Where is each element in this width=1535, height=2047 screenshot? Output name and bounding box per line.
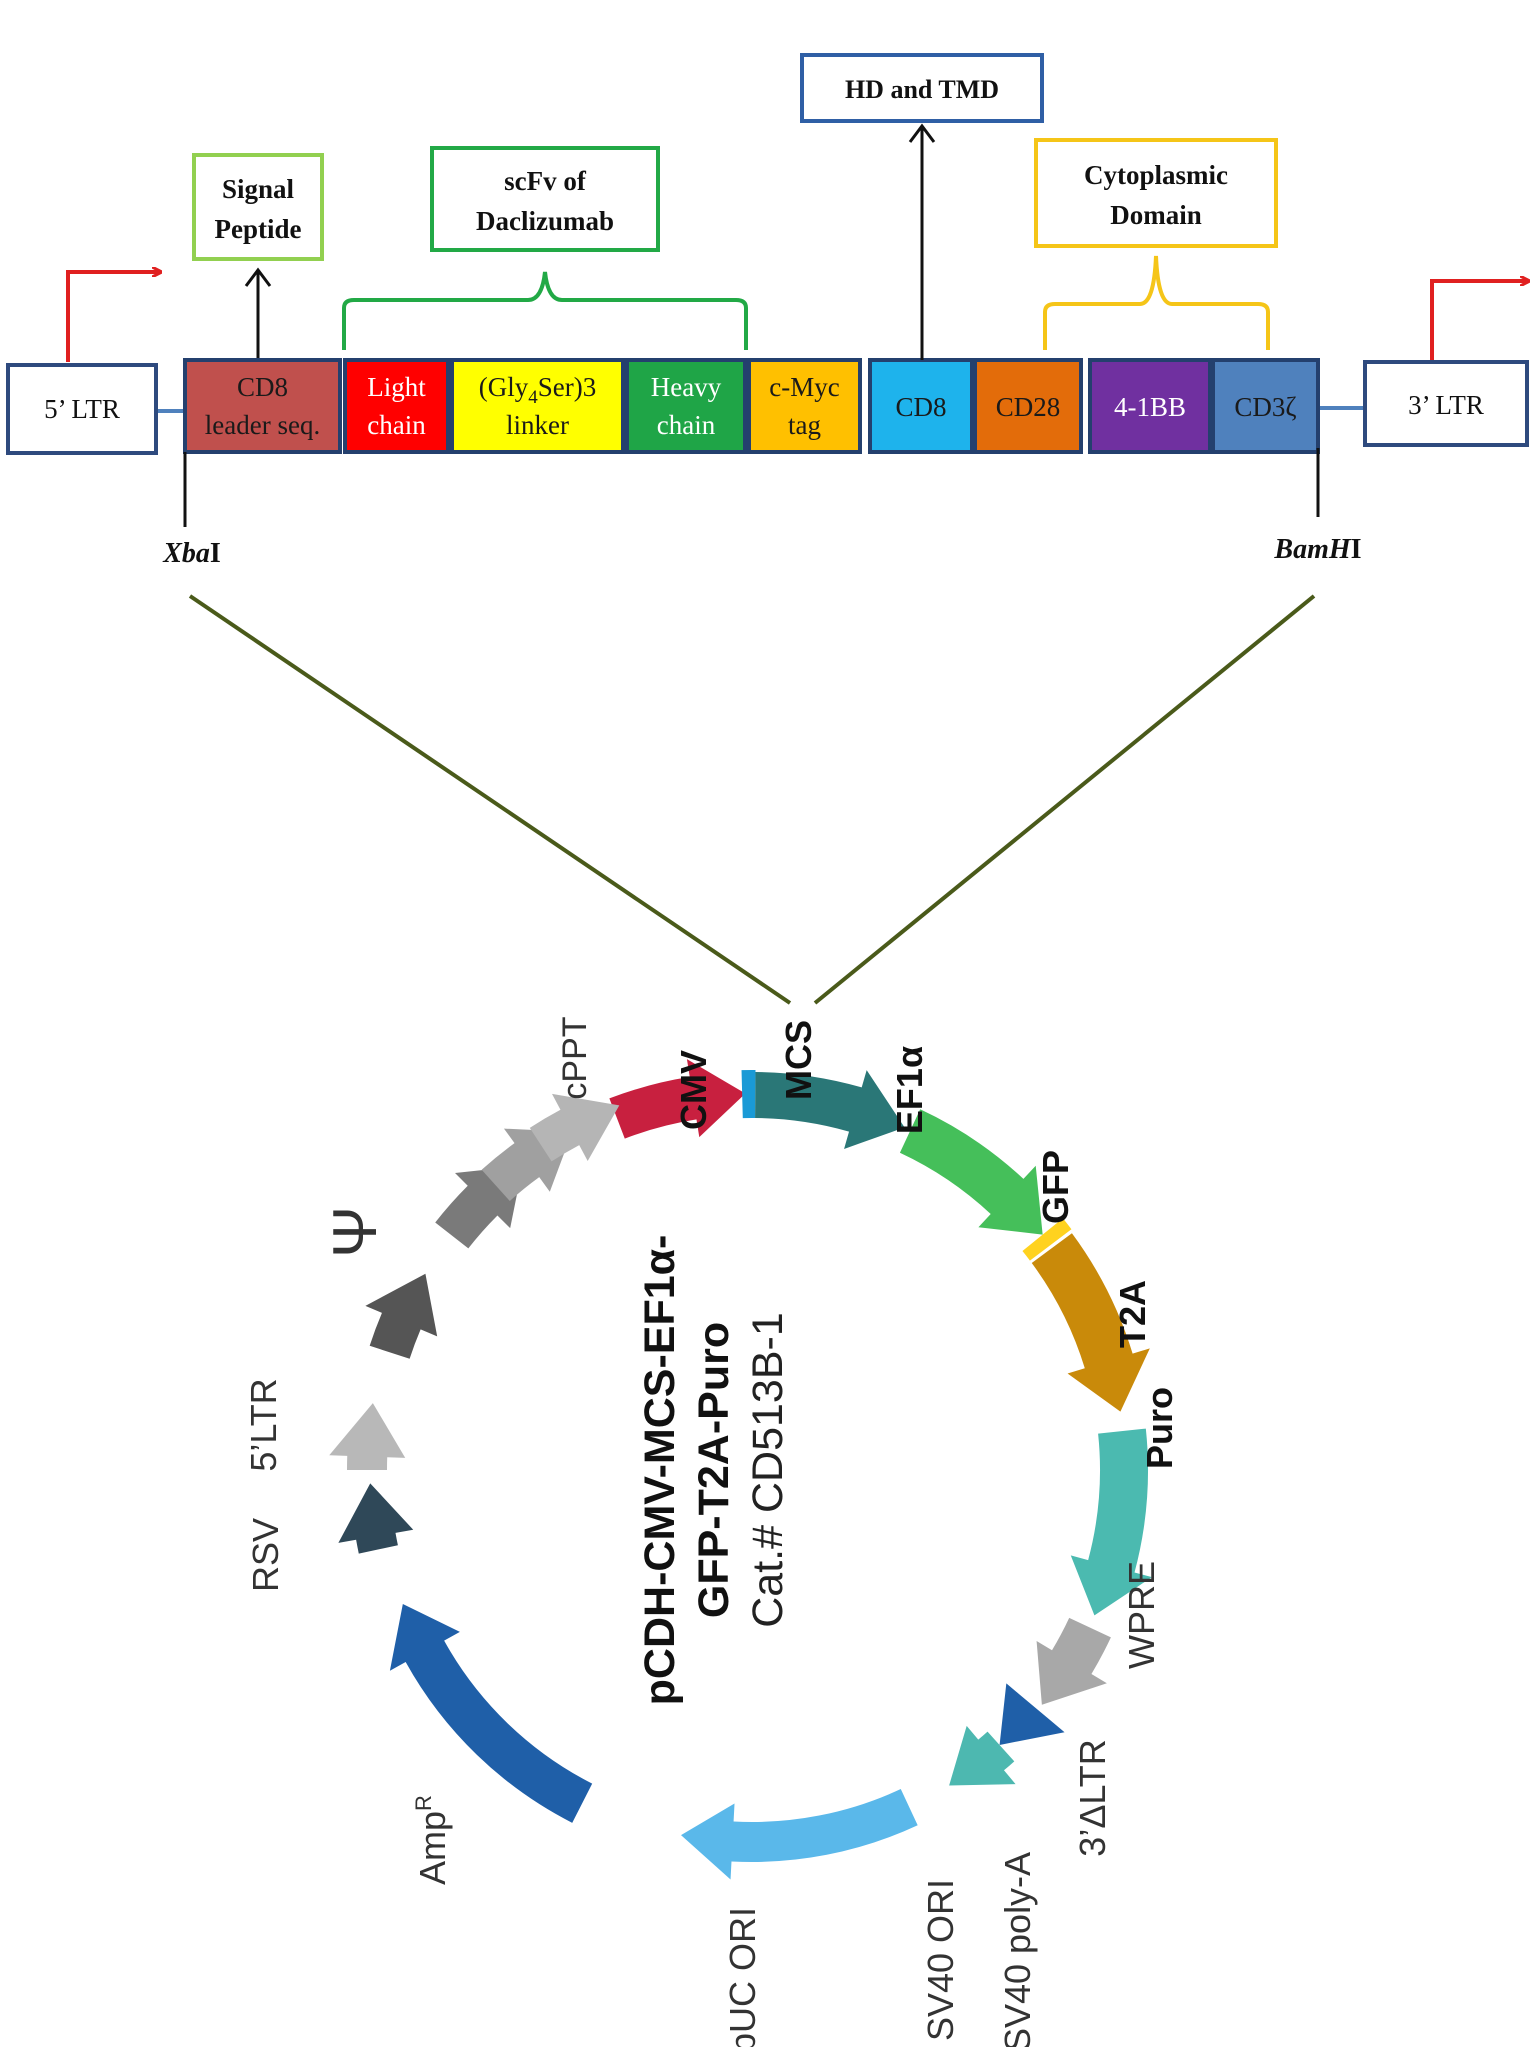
puc-ori-label: pUC ORI	[722, 1907, 763, 2047]
promoter-arrow-right	[1430, 281, 1528, 360]
insert-line-right	[813, 594, 1316, 1005]
wpre-arrow	[1070, 1428, 1152, 1616]
segment-cd3z-box	[1211, 358, 1320, 454]
segment-cd3z: CD3ζ	[1211, 358, 1320, 454]
insert-line-left	[188, 594, 792, 1005]
mcs-marker	[741, 1070, 756, 1119]
segment-cmyc-tag-label: tag	[788, 410, 821, 440]
puc-ori-arrow	[681, 1789, 918, 1880]
xbai-label: XbaI	[162, 538, 221, 569]
segment-heavy-chain-box	[625, 358, 747, 454]
segment-cd28-box	[973, 358, 1083, 454]
wpre-label: WPRE	[1121, 1561, 1162, 1669]
segment-cd28-label: CD28	[996, 392, 1061, 422]
cytoplasmic-callout: Cytoplasmic Domain	[1034, 138, 1278, 350]
sv40-polya-label: SV40 poly-A	[997, 1852, 1038, 2047]
t2a-marker	[1022, 1218, 1072, 1261]
car-construct: 5’ LTR 3’ LTR CD8 leader seq. Light chain (G…	[6, 53, 1529, 1005]
bamhi-label: BamHI	[1273, 534, 1361, 565]
segment-cmyc-tag-label: c-Myc	[769, 372, 839, 402]
segment-4-1bb: 4-1BB	[1088, 358, 1212, 454]
cytoplasmic-line2: Domain	[1110, 200, 1202, 230]
scfv-callout: scFv of Daclizumab	[342, 146, 748, 350]
segment-4-1bb-box	[1088, 358, 1212, 454]
mcs-label: MCS	[778, 1020, 819, 1100]
cppt-label: cPPT	[556, 1016, 594, 1099]
segment-cd8-leader-label: leader seq.	[205, 410, 320, 440]
segment-heavy-chain: Heavy chain	[625, 358, 747, 454]
segment-light-chain: Light chain	[343, 358, 450, 454]
signal-peptide-line2: Peptide	[215, 214, 302, 244]
puro-label: Puro	[1139, 1387, 1180, 1469]
gfp-arrow	[899, 1109, 1043, 1235]
segment-heavy-chain-label: chain	[657, 410, 716, 440]
ef1a-label: EF1α	[889, 1046, 930, 1134]
cmv-arrow	[609, 1059, 746, 1139]
plasmid-name-line2: GFP-T2A-Puro	[690, 1322, 738, 1618]
segment-cmyc-tag-box	[747, 358, 862, 454]
ltr5-label: 5’LTR	[243, 1378, 284, 1471]
sv40polya-arrow	[999, 1683, 1065, 1745]
gfp-label: GFP	[1035, 1150, 1076, 1224]
hd-tmd-label: HD and TMD	[845, 75, 999, 104]
scfv-line2: Daclizumab	[476, 206, 614, 236]
rsv-label: RSV	[245, 1518, 286, 1592]
segment-cd28: CD28	[973, 358, 1083, 454]
psi-arrow	[365, 1273, 438, 1359]
segment-cd8-box	[868, 358, 974, 454]
plasmid-name-line1: pCDH-CMV-MCS-EF1α-	[636, 1235, 684, 1706]
segment-light-chain-label: chain	[367, 410, 426, 440]
cytoplasmic-line1: Cytoplasmic	[1084, 160, 1228, 190]
ltr-3-box: 3’ LTR	[1363, 360, 1529, 447]
sv40ori-arrow	[949, 1725, 1016, 1786]
plasmid-map	[329, 1059, 1152, 1880]
segment-cd8: CD8	[868, 358, 974, 454]
psi-label: Ψ	[321, 1206, 390, 1258]
segment-cd3z-label: CD3ζ	[1234, 392, 1296, 422]
segment-heavy-chain-label: Heavy	[651, 372, 722, 402]
segment-light-chain-label: Light	[367, 372, 426, 402]
ltr-5-box: 5’ LTR	[6, 363, 158, 455]
segment-linker-label: linker	[506, 410, 569, 440]
plasmid-catalog: Cat.# CD513B-1	[744, 1312, 792, 1628]
amp-label: AmpR	[411, 1795, 453, 1885]
ltr3-arrow	[1036, 1617, 1111, 1705]
hd-tmd-callout: HD and TMD	[800, 53, 1044, 360]
ltr3-label: 3’ΔLTR	[1072, 1739, 1113, 1856]
ef1a-arrow	[755, 1070, 905, 1149]
t2a-label: T2A	[1112, 1280, 1153, 1348]
construct-segments: CD8 leader seq. Light chain (Gly4Ser)3linker…	[183, 358, 1320, 454]
promoter-arrow-left	[66, 272, 160, 362]
segment-4-1bb-label: 4-1BB	[1114, 392, 1186, 422]
ltr5-arrow	[329, 1403, 406, 1470]
segment-cd8-leader: CD8 leader seq.	[183, 358, 342, 454]
puro-arrow	[1031, 1233, 1150, 1412]
ltr-3-label: 3’ LTR	[1408, 390, 1484, 420]
ltr-5-label: 5’ LTR	[44, 394, 120, 424]
segment-cd8-label: CD8	[895, 392, 946, 422]
segment-linker-label: (Gly4Ser)3	[479, 372, 596, 408]
signal-peptide-callout: Signal Peptide	[192, 153, 324, 358]
sv40-ori-label: SV40 ORI	[920, 1879, 961, 2041]
scfv-line1: scFv of	[504, 166, 587, 196]
plasmid-labels: CMV MCS EF1α GFP T2A Puro WPRE 3’ΔLTR SV…	[243, 1016, 1180, 2047]
segment-cmyc-tag: c-Myc tag	[747, 358, 862, 454]
segment-cd8-leader-label: CD8	[237, 372, 288, 402]
amp-arrow	[389, 1604, 593, 1823]
segment-cd8-leader-box	[183, 358, 342, 454]
signal-peptide-line1: Signal	[222, 174, 295, 204]
segment-light-chain-box	[343, 358, 450, 454]
rsv-arrow	[338, 1483, 414, 1554]
segment-linker-box	[450, 358, 625, 454]
cppt-arrow-front	[529, 1093, 620, 1162]
cmv-label: CMV	[673, 1050, 714, 1130]
